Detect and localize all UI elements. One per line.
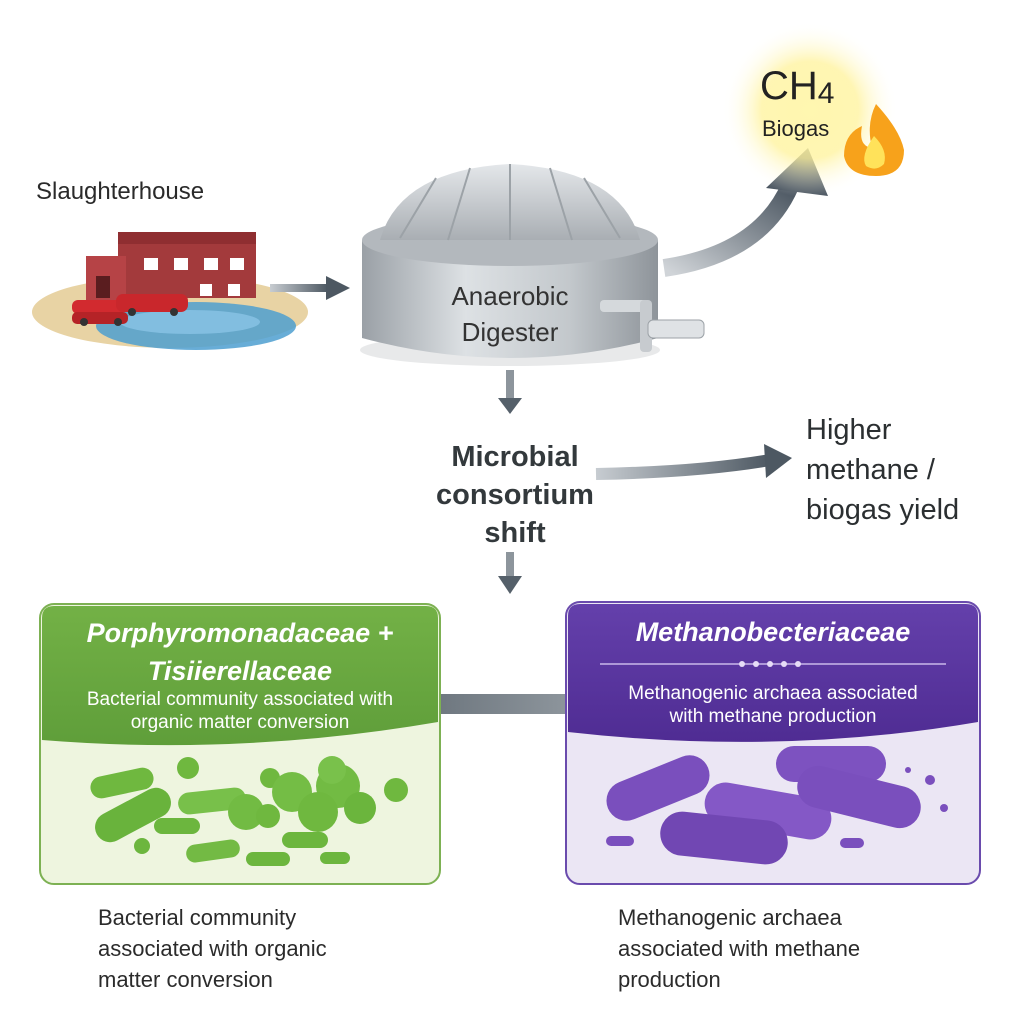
- arrow-to-digester: [270, 276, 350, 300]
- consortium-line: consortium: [436, 479, 594, 511]
- ch4-main: CH: [760, 64, 818, 108]
- card-connector: [440, 694, 568, 714]
- consortium-line: shift: [484, 517, 546, 549]
- archaea-caption: Methanogenic archaea associated with met…: [618, 902, 860, 995]
- consortium-line: Microbial: [451, 441, 579, 473]
- slaughterhouse-label: Slaughterhouse: [36, 178, 205, 205]
- archaea-caption-line: associated with methane: [618, 936, 861, 961]
- bacteria-desc-line: organic matter conversion: [130, 712, 350, 733]
- digester-label-line: Digester: [461, 317, 559, 347]
- bacteria-title-line: Tisiierellaceae: [147, 656, 333, 686]
- arrow-down-1: [498, 370, 522, 414]
- flame-icon: [844, 104, 904, 176]
- biogas-label: Biogas: [762, 116, 830, 141]
- yield-line: biogas yield: [806, 494, 960, 526]
- purple-archaea-cells: [606, 746, 948, 865]
- consortium-label: Microbial consortium shift: [400, 438, 630, 552]
- slaughterhouse-illustration: [32, 232, 308, 350]
- arrow-down-2: [498, 552, 522, 594]
- archaea-card-title: Methanobecteriaceae: [635, 617, 911, 647]
- bacteria-caption-line: matter conversion: [98, 967, 273, 992]
- bacteria-caption-line: Bacterial community: [98, 905, 297, 930]
- archaea-caption-line: production: [618, 967, 721, 992]
- bacteria-card-title: Porphyromonadaceae + Tisiierellaceae: [40, 614, 440, 690]
- digester-label: Anaerobic Digester: [400, 278, 620, 350]
- divider-ornament: [739, 661, 801, 667]
- arrow-to-yield: [595, 444, 792, 480]
- ch4-subscript: 4: [817, 77, 835, 110]
- bacteria-card-desc: Bacterial community associated with orga…: [60, 688, 420, 734]
- archaea-card-desc: Methanogenic archaea associated with met…: [590, 682, 956, 728]
- archaea-desc-line: with methane production: [669, 706, 877, 727]
- anaerobic-digester: [360, 164, 705, 366]
- ch4-label: CH4: [760, 64, 834, 111]
- archaea-desc-line: Methanogenic archaea associated: [628, 683, 918, 704]
- bacteria-title-line: Porphyromonadaceae +: [86, 618, 394, 648]
- green-bacteria-cells: [90, 756, 408, 866]
- bacteria-caption: Bacterial community associated with orga…: [98, 902, 327, 995]
- yield-label: Higher methane / biogas yield: [806, 410, 959, 530]
- archaea-caption-line: Methanogenic archaea: [618, 905, 842, 930]
- digester-label-line: Anaerobic: [451, 281, 569, 311]
- bacteria-desc-line: Bacterial community associated with: [86, 689, 394, 710]
- yield-line: methane /: [806, 454, 935, 486]
- bacteria-caption-line: associated with organic: [98, 936, 327, 961]
- yield-line: Higher: [806, 414, 892, 446]
